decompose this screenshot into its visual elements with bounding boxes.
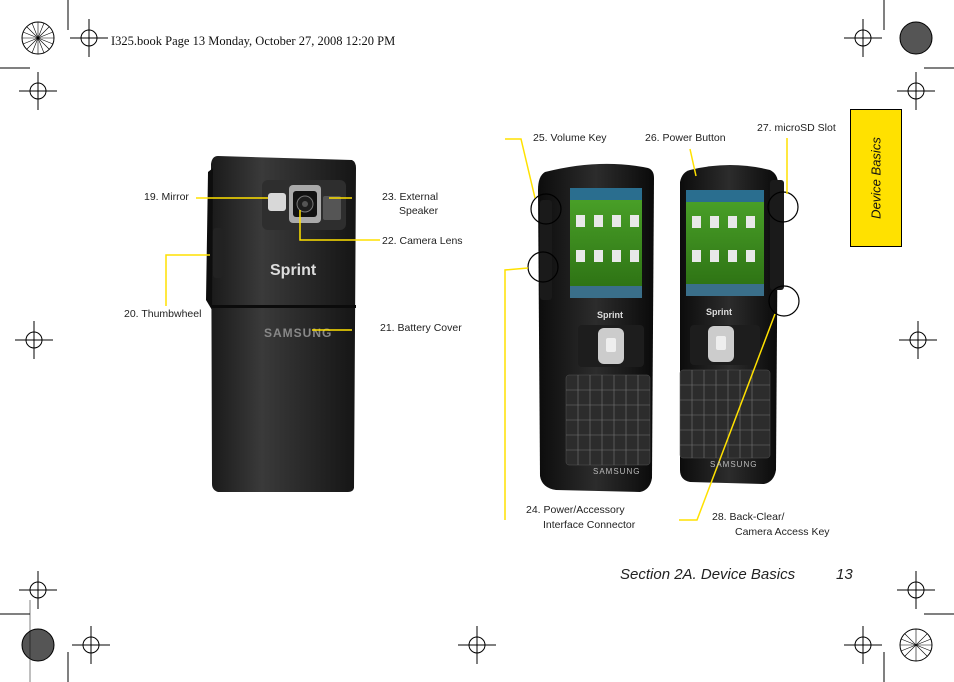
section-side-tab: Device Basics <box>850 109 902 247</box>
callout-back-clear-line2: Camera Access Key <box>735 526 830 538</box>
callout-mirror: 19. Mirror <box>144 191 189 203</box>
callout-battery-cover: 21. Battery Cover <box>380 322 462 334</box>
callout-external-speaker: 23. External <box>382 191 439 203</box>
back-sprint-logo: Sprint <box>270 262 317 279</box>
callout-power-button: 26. Power Button <box>645 132 726 144</box>
callout-camera-lens: 22. Camera Lens <box>382 235 463 247</box>
callout-volume-key: 25. Volume Key <box>533 132 607 144</box>
callout-back-clear: 28. Back-Clear/ <box>712 511 785 523</box>
callout-external-speaker-line2: Speaker <box>399 205 439 217</box>
callout-power-accessory-line2: Interface Connector <box>543 519 636 531</box>
front-sprint-logo-left: Sprint <box>597 310 623 320</box>
callout-thumbwheel: 20. Thumbwheel <box>124 308 202 320</box>
book-header: I325.book Page 13 Monday, October 27, 20… <box>111 34 396 48</box>
footer-section-title: Section 2A. Device Basics <box>620 566 796 583</box>
footer-page-number: 13 <box>836 566 853 583</box>
callout-power-accessory: 24. Power/Accessory <box>526 504 625 516</box>
front-samsung-logo-left: SAMSUNG <box>593 467 641 476</box>
callout-microsd-slot: 27. microSD Slot <box>757 122 836 134</box>
front-sprint-logo-right: Sprint <box>706 307 732 317</box>
front-samsung-logo-right: SAMSUNG <box>710 460 758 469</box>
